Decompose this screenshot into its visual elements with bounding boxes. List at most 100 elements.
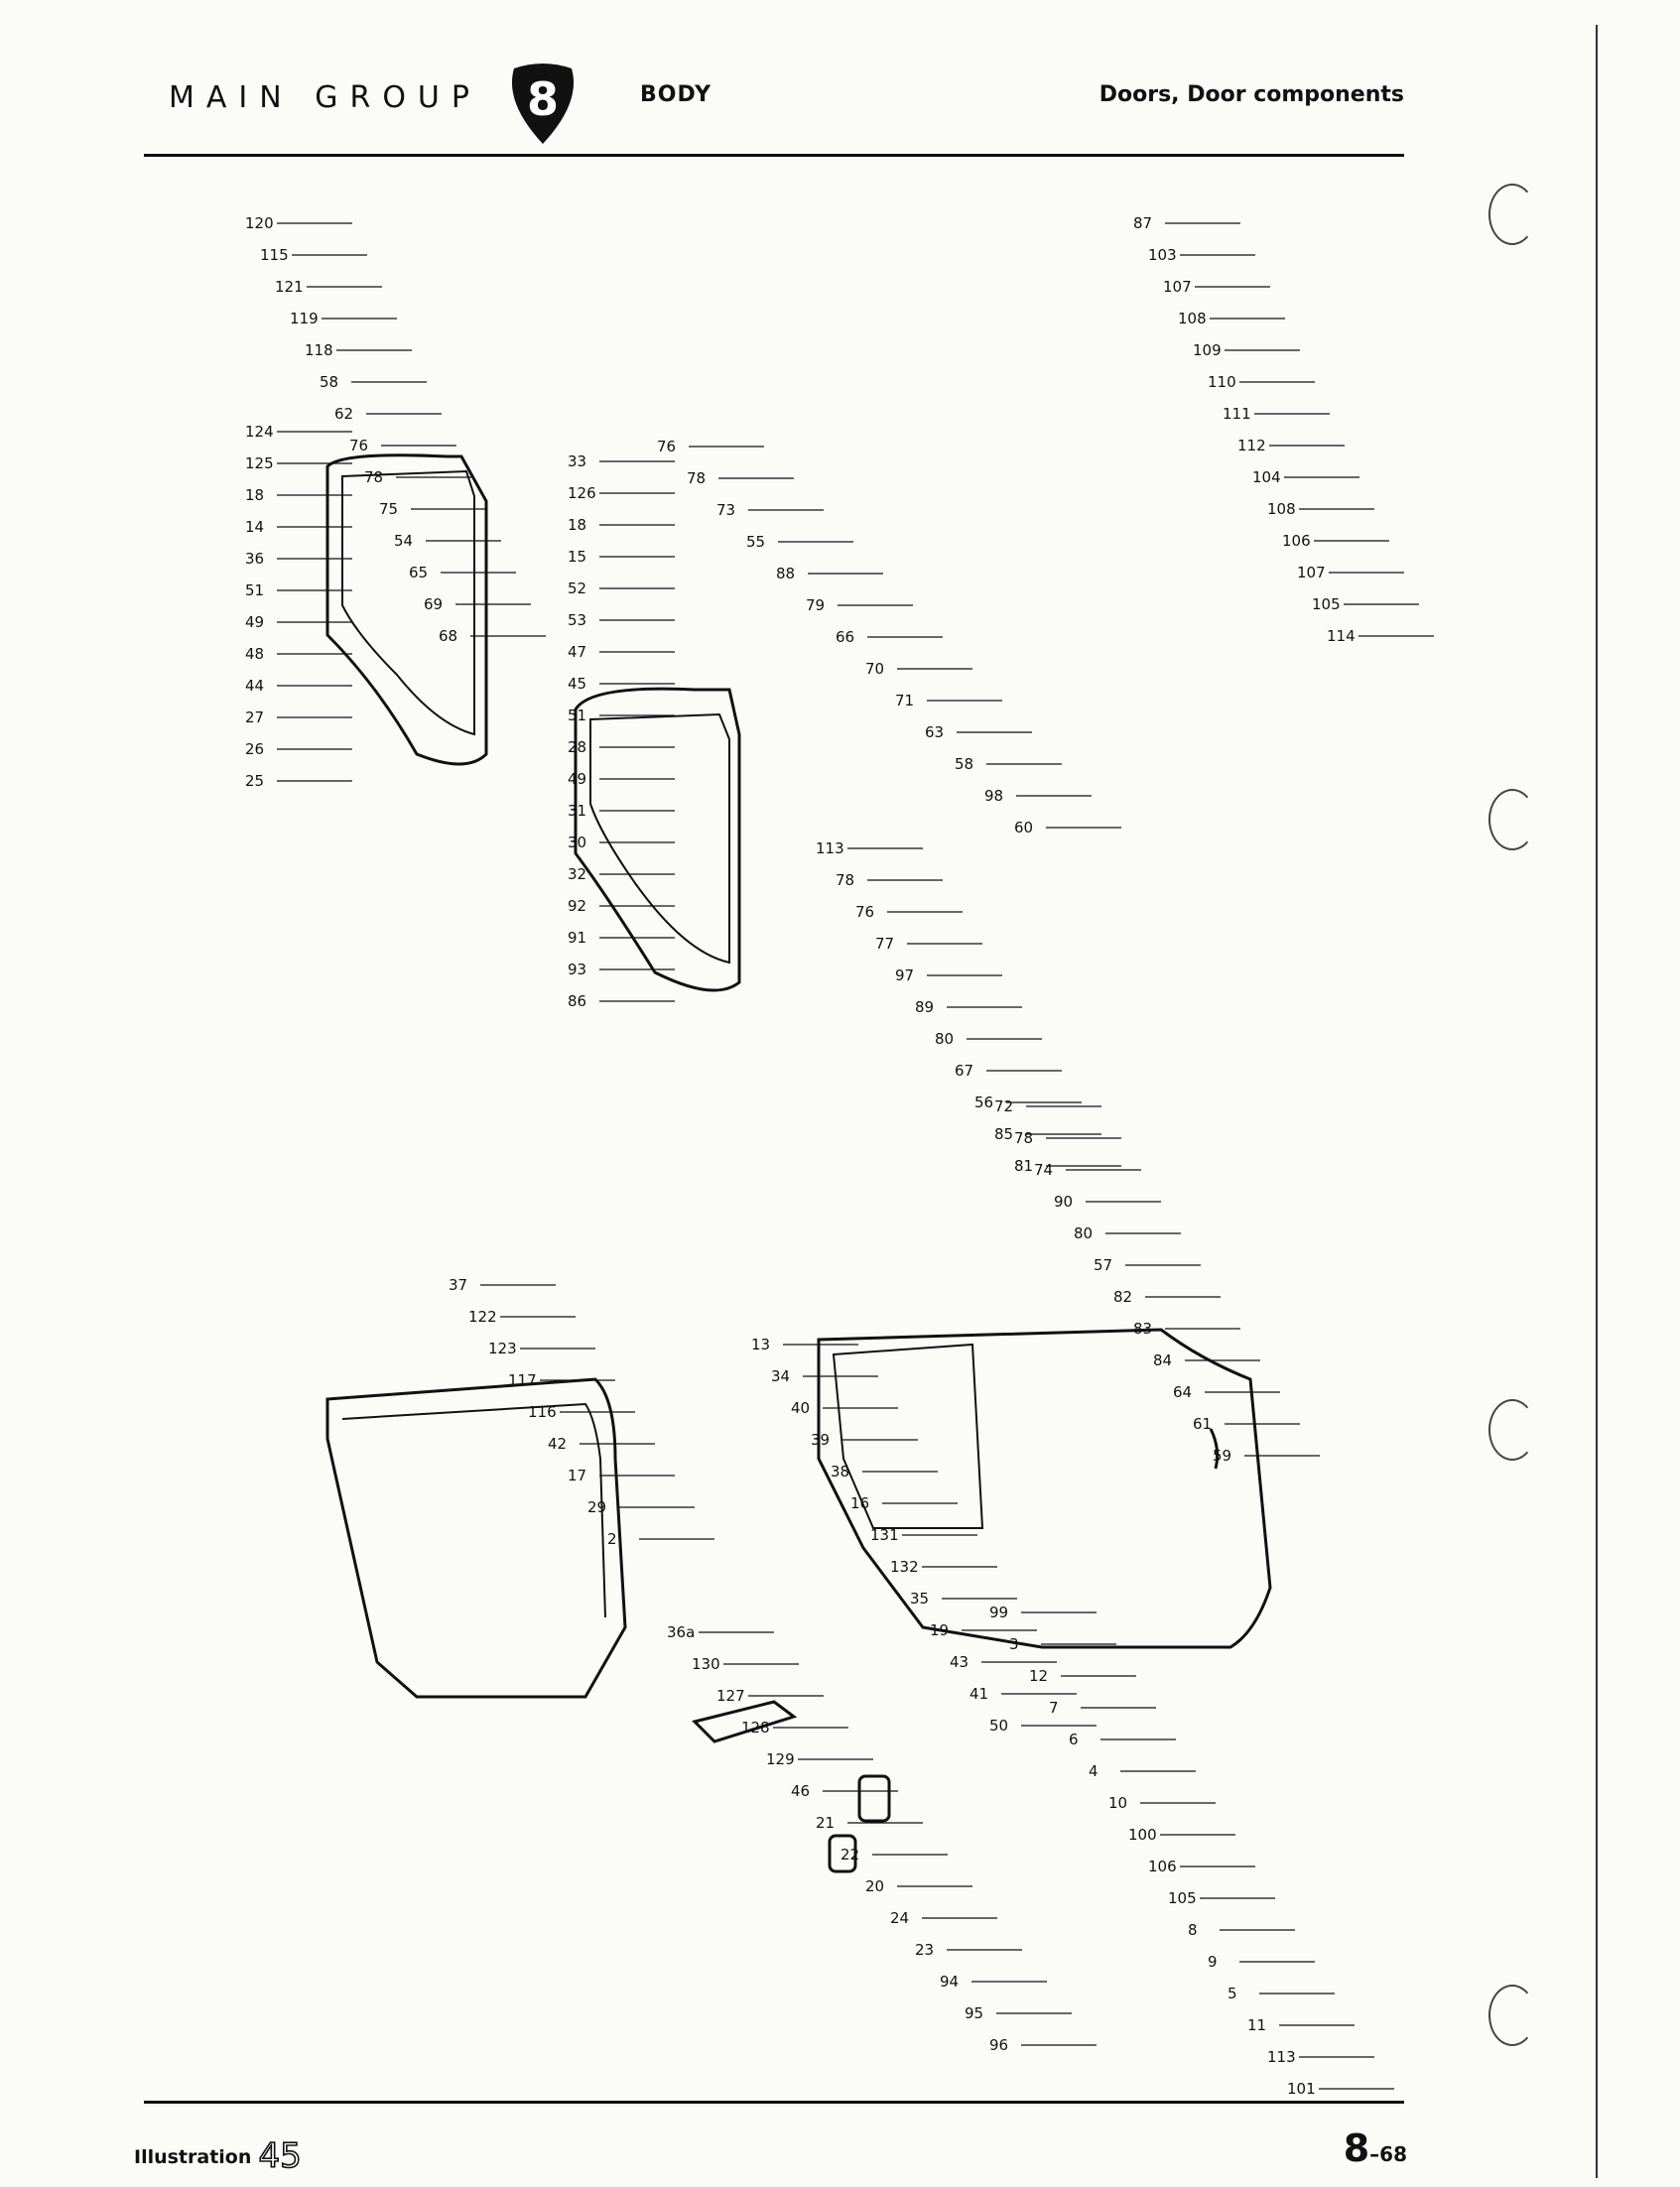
part-number-callout: 51 [568,707,586,724]
part-number-callout: 58 [955,755,973,773]
part-number-callout: 14 [245,518,264,536]
part-number-callout: 60 [1014,819,1033,836]
part-number-callout: 107 [1297,564,1326,581]
part-number-callout: 131 [870,1526,899,1544]
part-number-callout: 45 [568,675,586,693]
part-number-callout: 66 [836,628,854,646]
part-number-callout: 101 [1287,2080,1316,2094]
door-hinge-stub [1209,1428,1220,1470]
part-number-callout: 53 [568,611,586,629]
part-number-callout: 69 [424,595,443,613]
footer-rule [144,2101,1404,2104]
main-group-label: MAIN GROUP [169,80,481,115]
part-number-callout: 20 [865,1877,884,1895]
part-number-callout: 65 [409,564,428,581]
part-number-callout: 61 [1193,1415,1212,1433]
part-number-callout: 51 [245,581,264,599]
part-number-callout: 78 [364,468,383,486]
part-number-callout: 120 [245,214,274,232]
part-number-callout: 42 [548,1435,567,1453]
part-number-callout: 91 [568,929,586,947]
part-number-callout: 35 [910,1590,929,1608]
part-number-callout: 90 [1054,1193,1073,1211]
part-number-callout: 21 [816,1814,835,1832]
part-number-callout: 25 [245,772,264,790]
part-number-callout: 48 [245,645,264,663]
part-number-callout: 59 [1213,1447,1231,1465]
part-number-callout: 31 [568,802,586,820]
part-number-callout: 56 [974,1094,993,1111]
part-number-callout: 38 [831,1463,849,1480]
part-number-callout: 68 [439,627,457,645]
part-number-callout: 79 [806,596,825,614]
part-number-callout: 96 [989,2036,1008,2054]
part-number-callout: 121 [275,278,304,296]
part-number-callout: 116 [528,1403,557,1421]
part-number-callout: 132 [890,1558,919,1576]
part-number-callout: 129 [766,1750,795,1768]
part-number-callout: 57 [1094,1256,1112,1274]
page-number-sub: –68 [1369,2142,1407,2166]
page-header: MAIN GROUP 8 BODY Doors, Door components [144,55,1404,154]
part-number-callout: 78 [836,871,854,889]
part-number-callout: 55 [746,533,765,551]
part-number-callout: 10 [1108,1794,1127,1812]
part-number-callout: 128 [741,1719,770,1737]
part-number-callout: 80 [935,1030,954,1048]
section-title: BODY [640,82,712,107]
part-number-callout: 113 [1267,2048,1296,2066]
part-number-callout: 3 [1009,1635,1019,1653]
illustration-caption: Illustration 45 [134,2135,303,2177]
part-number-callout: 78 [1014,1129,1033,1147]
part-number-callout: 85 [994,1125,1013,1143]
part-number-callout: 111 [1223,405,1251,423]
callout-layer: 1201151211191185862767875546569681241251… [245,214,1434,2094]
part-number-callout: 26 [245,740,264,758]
part-number-callout: 76 [657,438,676,455]
part-number-callout: 76 [349,437,368,454]
cover-part [828,1834,857,1873]
part-number-callout: 4 [1089,1762,1098,1780]
middle-door-window [589,712,730,965]
part-number-callout: 41 [969,1685,988,1703]
part-number-callout: 67 [955,1062,973,1080]
part-number-callout: 18 [568,516,586,534]
part-number-callout: 32 [568,865,586,883]
part-number-callout: 44 [245,677,264,695]
door-shell-inner-edge [341,1402,606,1618]
part-number-callout: 125 [245,454,274,472]
part-number-callout: 130 [692,1655,720,1673]
part-number-callout: 40 [791,1399,810,1417]
part-number-callout: 23 [915,1941,934,1959]
part-number-callout: 6 [1069,1731,1079,1748]
punch-hole [1488,184,1536,245]
part-number-callout: 37 [449,1276,467,1294]
part-number-callout: 75 [379,500,398,518]
part-number-callout: 28 [568,738,586,756]
part-number-callout: 110 [1208,373,1236,391]
page-number-main: 8 [1343,2126,1370,2170]
part-number-callout: 124 [245,423,274,441]
part-number-callout: 119 [290,310,319,327]
part-number-callout: 30 [568,834,586,851]
part-number-callout: 54 [394,532,413,550]
part-number-callout: 12 [1029,1667,1048,1685]
part-number-callout: 62 [334,405,353,423]
part-number-callout: 39 [811,1431,830,1449]
part-number-callout: 76 [855,903,874,921]
diagram-drawing: 1201151211191185862767875546569681241251… [245,214,1434,2094]
part-number-callout: 115 [260,246,289,264]
part-number-callout: 83 [1133,1320,1152,1338]
part-number-callout: 9 [1208,1953,1218,1971]
part-number-callout: 94 [940,1973,959,1991]
part-number-callout: 34 [771,1367,790,1385]
part-number-callout: 103 [1148,246,1177,264]
part-number-callout: 22 [840,1846,859,1864]
part-number-callout: 127 [716,1687,745,1705]
part-number-callout: 106 [1148,1858,1177,1875]
part-number-callout: 105 [1168,1889,1197,1907]
part-number-callout: 27 [245,708,264,726]
part-number-callout: 100 [1128,1826,1157,1844]
part-number-callout: 70 [865,660,884,678]
